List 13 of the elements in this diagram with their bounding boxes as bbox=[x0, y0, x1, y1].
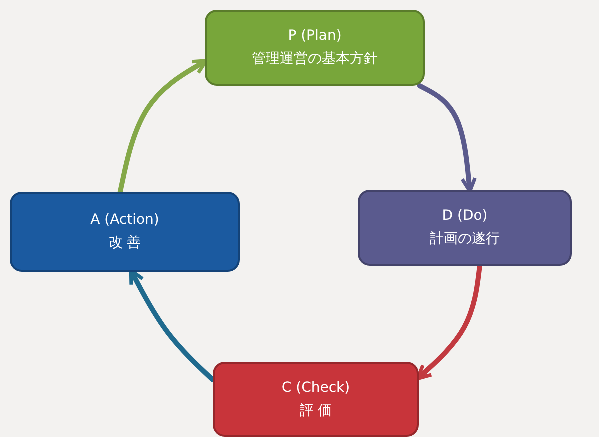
process-box bbox=[358, 190, 572, 266]
box-text: 計画の遂行 bbox=[430, 230, 500, 248]
process-box bbox=[10, 192, 240, 272]
process-box bbox=[213, 362, 419, 437]
box-heading: C (Check) bbox=[282, 380, 350, 396]
process-box bbox=[205, 10, 425, 86]
box-heading: A (Action) bbox=[90, 212, 160, 228]
box-text: 評 価 bbox=[300, 402, 332, 420]
box-text: 管理運営の基本方針 bbox=[252, 50, 378, 68]
curved-arrow bbox=[416, 264, 482, 381]
box-heading: P (Plan) bbox=[288, 28, 342, 44]
box-text: 改 善 bbox=[108, 234, 142, 252]
box-heading: D (Do) bbox=[442, 208, 488, 224]
